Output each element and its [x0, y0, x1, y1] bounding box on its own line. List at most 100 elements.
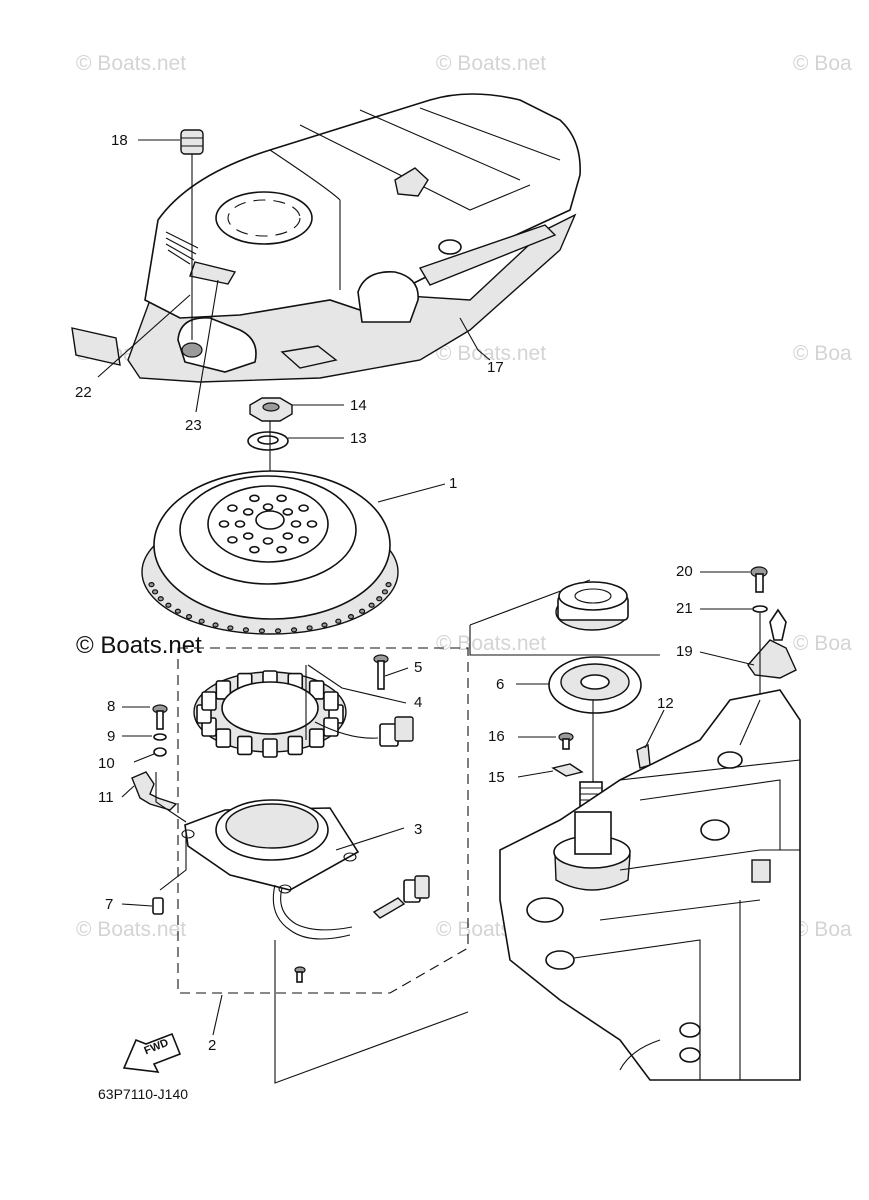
clamp-11	[131, 771, 178, 811]
stator-winding	[201, 691, 217, 711]
callout-6: 6	[496, 676, 505, 693]
ring-gear-hole	[185, 613, 193, 620]
ring-gear-hole	[227, 625, 234, 631]
callout-18: 18	[111, 132, 128, 149]
ring-gear-hole	[347, 613, 355, 620]
drawing-code: 63P7110-J140	[98, 1086, 189, 1102]
flywheel-hole	[282, 532, 294, 540]
flywheel-hole	[282, 508, 294, 516]
callout-15: 15	[488, 769, 505, 786]
watermark: © Boats.net	[76, 52, 187, 75]
watermark: © Boa	[793, 918, 852, 941]
callout-23: 23	[185, 417, 202, 434]
callout-10: 10	[98, 755, 115, 772]
callout-21: 21	[676, 600, 693, 617]
watermark: © Boats.net	[76, 918, 187, 941]
flywheel	[141, 470, 399, 635]
callout-2: 2	[208, 1037, 217, 1054]
stator-winding	[323, 691, 339, 711]
callout-20: 20	[676, 563, 693, 580]
stator-winding	[308, 680, 325, 700]
stator-winding	[308, 728, 325, 748]
assembly-box-2	[177, 647, 469, 994]
flywheel-hole	[249, 494, 260, 503]
ring-gear-hole	[321, 622, 328, 628]
flywheel-hole	[298, 536, 309, 544]
flywheel-hole	[276, 494, 287, 503]
ring-gear-hole	[381, 589, 389, 595]
ring-gear-hole	[274, 628, 282, 634]
flywheel-hole	[218, 520, 230, 528]
flywheel-hole	[306, 520, 318, 528]
washer-10	[153, 747, 167, 757]
washer-13	[247, 431, 289, 451]
ring-gear-hole	[165, 602, 172, 608]
bolt-20	[750, 566, 768, 593]
flywheel-hole	[227, 536, 238, 544]
callout-1: 1	[449, 475, 458, 492]
ring-gear-hole	[335, 618, 342, 624]
bracket-19	[747, 608, 797, 679]
stator-winding	[215, 680, 232, 700]
watermark: © Boats.net	[436, 52, 547, 75]
washer-9	[153, 733, 167, 741]
ring-gear-hole	[212, 622, 219, 628]
watermark-strong: © Boats.net	[76, 632, 202, 659]
flywheel-hole	[249, 545, 260, 554]
callout-13: 13	[350, 430, 367, 447]
screw-5	[373, 654, 389, 690]
washer-21	[752, 605, 768, 613]
plate-15	[551, 763, 584, 777]
stator-coil	[193, 670, 414, 758]
watermark: © Boats.net	[436, 342, 547, 365]
flywheel-hole	[290, 520, 302, 528]
ring-gear-hole	[306, 625, 313, 631]
watermark: © Boats.net	[436, 632, 547, 655]
flywheel-hole	[298, 504, 309, 512]
ring-gear-hole	[385, 582, 392, 588]
callout-17: 17	[487, 359, 504, 376]
ring-gear-hole	[290, 627, 298, 633]
screw-16	[558, 732, 574, 750]
watermark: © Boa	[793, 632, 852, 655]
ring-gear-hole	[198, 618, 205, 624]
ring-gear-hole	[258, 628, 266, 634]
callout-3: 3	[414, 821, 423, 838]
fwd-arrow	[122, 1032, 182, 1073]
bolt-8	[152, 704, 168, 730]
leader-lines	[97, 139, 755, 907]
callout-4: 4	[414, 694, 423, 711]
label-plate-22	[71, 327, 121, 366]
spline-hub	[555, 581, 629, 631]
flywheel-hole	[234, 520, 246, 528]
callout-8: 8	[107, 698, 116, 715]
callout-14: 14	[350, 397, 367, 414]
callout-12: 12	[657, 695, 674, 712]
nut-14	[249, 397, 293, 422]
key-12	[636, 743, 651, 769]
flywheel-hole	[242, 532, 254, 540]
ring-gear-hole	[151, 589, 159, 595]
flywheel-cover	[127, 93, 581, 383]
callout-11: 11	[98, 789, 114, 806]
stator-winding	[262, 738, 278, 758]
stator-winding	[287, 735, 304, 756]
stator-winding	[236, 735, 253, 756]
ring-gear-hole	[368, 602, 375, 608]
flywheel-hole	[242, 508, 254, 516]
callout-9: 9	[107, 728, 116, 745]
ring-gear-hole	[148, 582, 155, 588]
collar-7	[152, 897, 164, 915]
flywheel-hole	[262, 537, 274, 545]
grommet-18	[180, 129, 204, 340]
watermark: © Boa	[793, 342, 852, 365]
ring-gear-hole	[376, 596, 383, 602]
ring-gear-hole	[157, 596, 164, 602]
stator-winding	[323, 717, 339, 737]
flywheel-hole	[262, 503, 274, 511]
callout-22: 22	[75, 384, 92, 401]
callout-5: 5	[414, 659, 423, 676]
ring-gear-hole	[174, 608, 181, 614]
pulser-base	[181, 799, 430, 983]
